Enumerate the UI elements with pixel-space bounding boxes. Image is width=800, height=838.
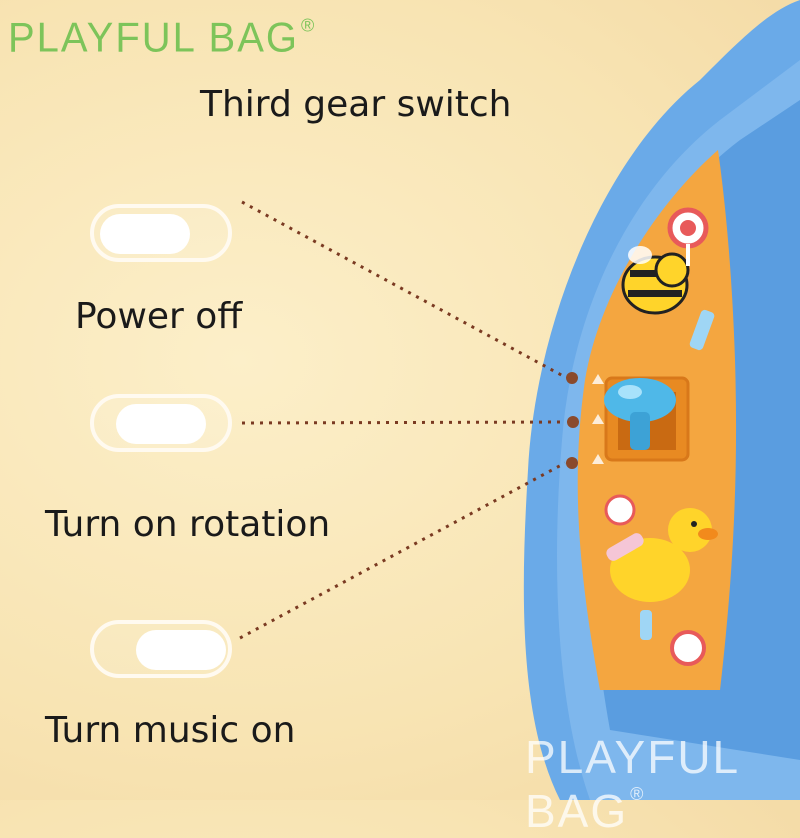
bee-sticker — [621, 246, 690, 315]
brand-text: PLAYFUL BAG — [8, 14, 299, 62]
position-dot-1 — [566, 372, 578, 384]
power-off-switch-icon — [90, 204, 232, 262]
power-off-label: Power off — [75, 296, 243, 337]
lollipop-sticker — [667, 207, 709, 266]
rotation-label: Turn on rotation — [45, 504, 331, 545]
leader-line-music — [239, 461, 566, 640]
switch-knob-right — [136, 630, 226, 670]
brand-logo-top: PLAYFUL BAG® — [8, 15, 316, 62]
registered-mark-bottom: ® — [630, 784, 646, 804]
leader-line-rotation — [241, 420, 566, 425]
leader-line-power-off — [241, 200, 566, 379]
brand-watermark-bottom: PLAYFUL BAG® — [525, 730, 800, 838]
page-title: Third gear switch — [200, 84, 512, 125]
position-dot-2 — [567, 416, 579, 428]
registered-mark: ® — [300, 14, 317, 36]
switch-knob-center — [116, 404, 206, 444]
candy-sticker — [689, 309, 715, 351]
music-label: Turn music on — [45, 710, 296, 751]
music-switch-icon — [90, 620, 232, 678]
switch-knob-left — [100, 214, 190, 254]
toy-illustration — [239, 0, 800, 800]
position-dot-3 — [566, 457, 578, 469]
rotation-switch-icon — [90, 394, 232, 452]
duck-sticker — [604, 494, 718, 666]
